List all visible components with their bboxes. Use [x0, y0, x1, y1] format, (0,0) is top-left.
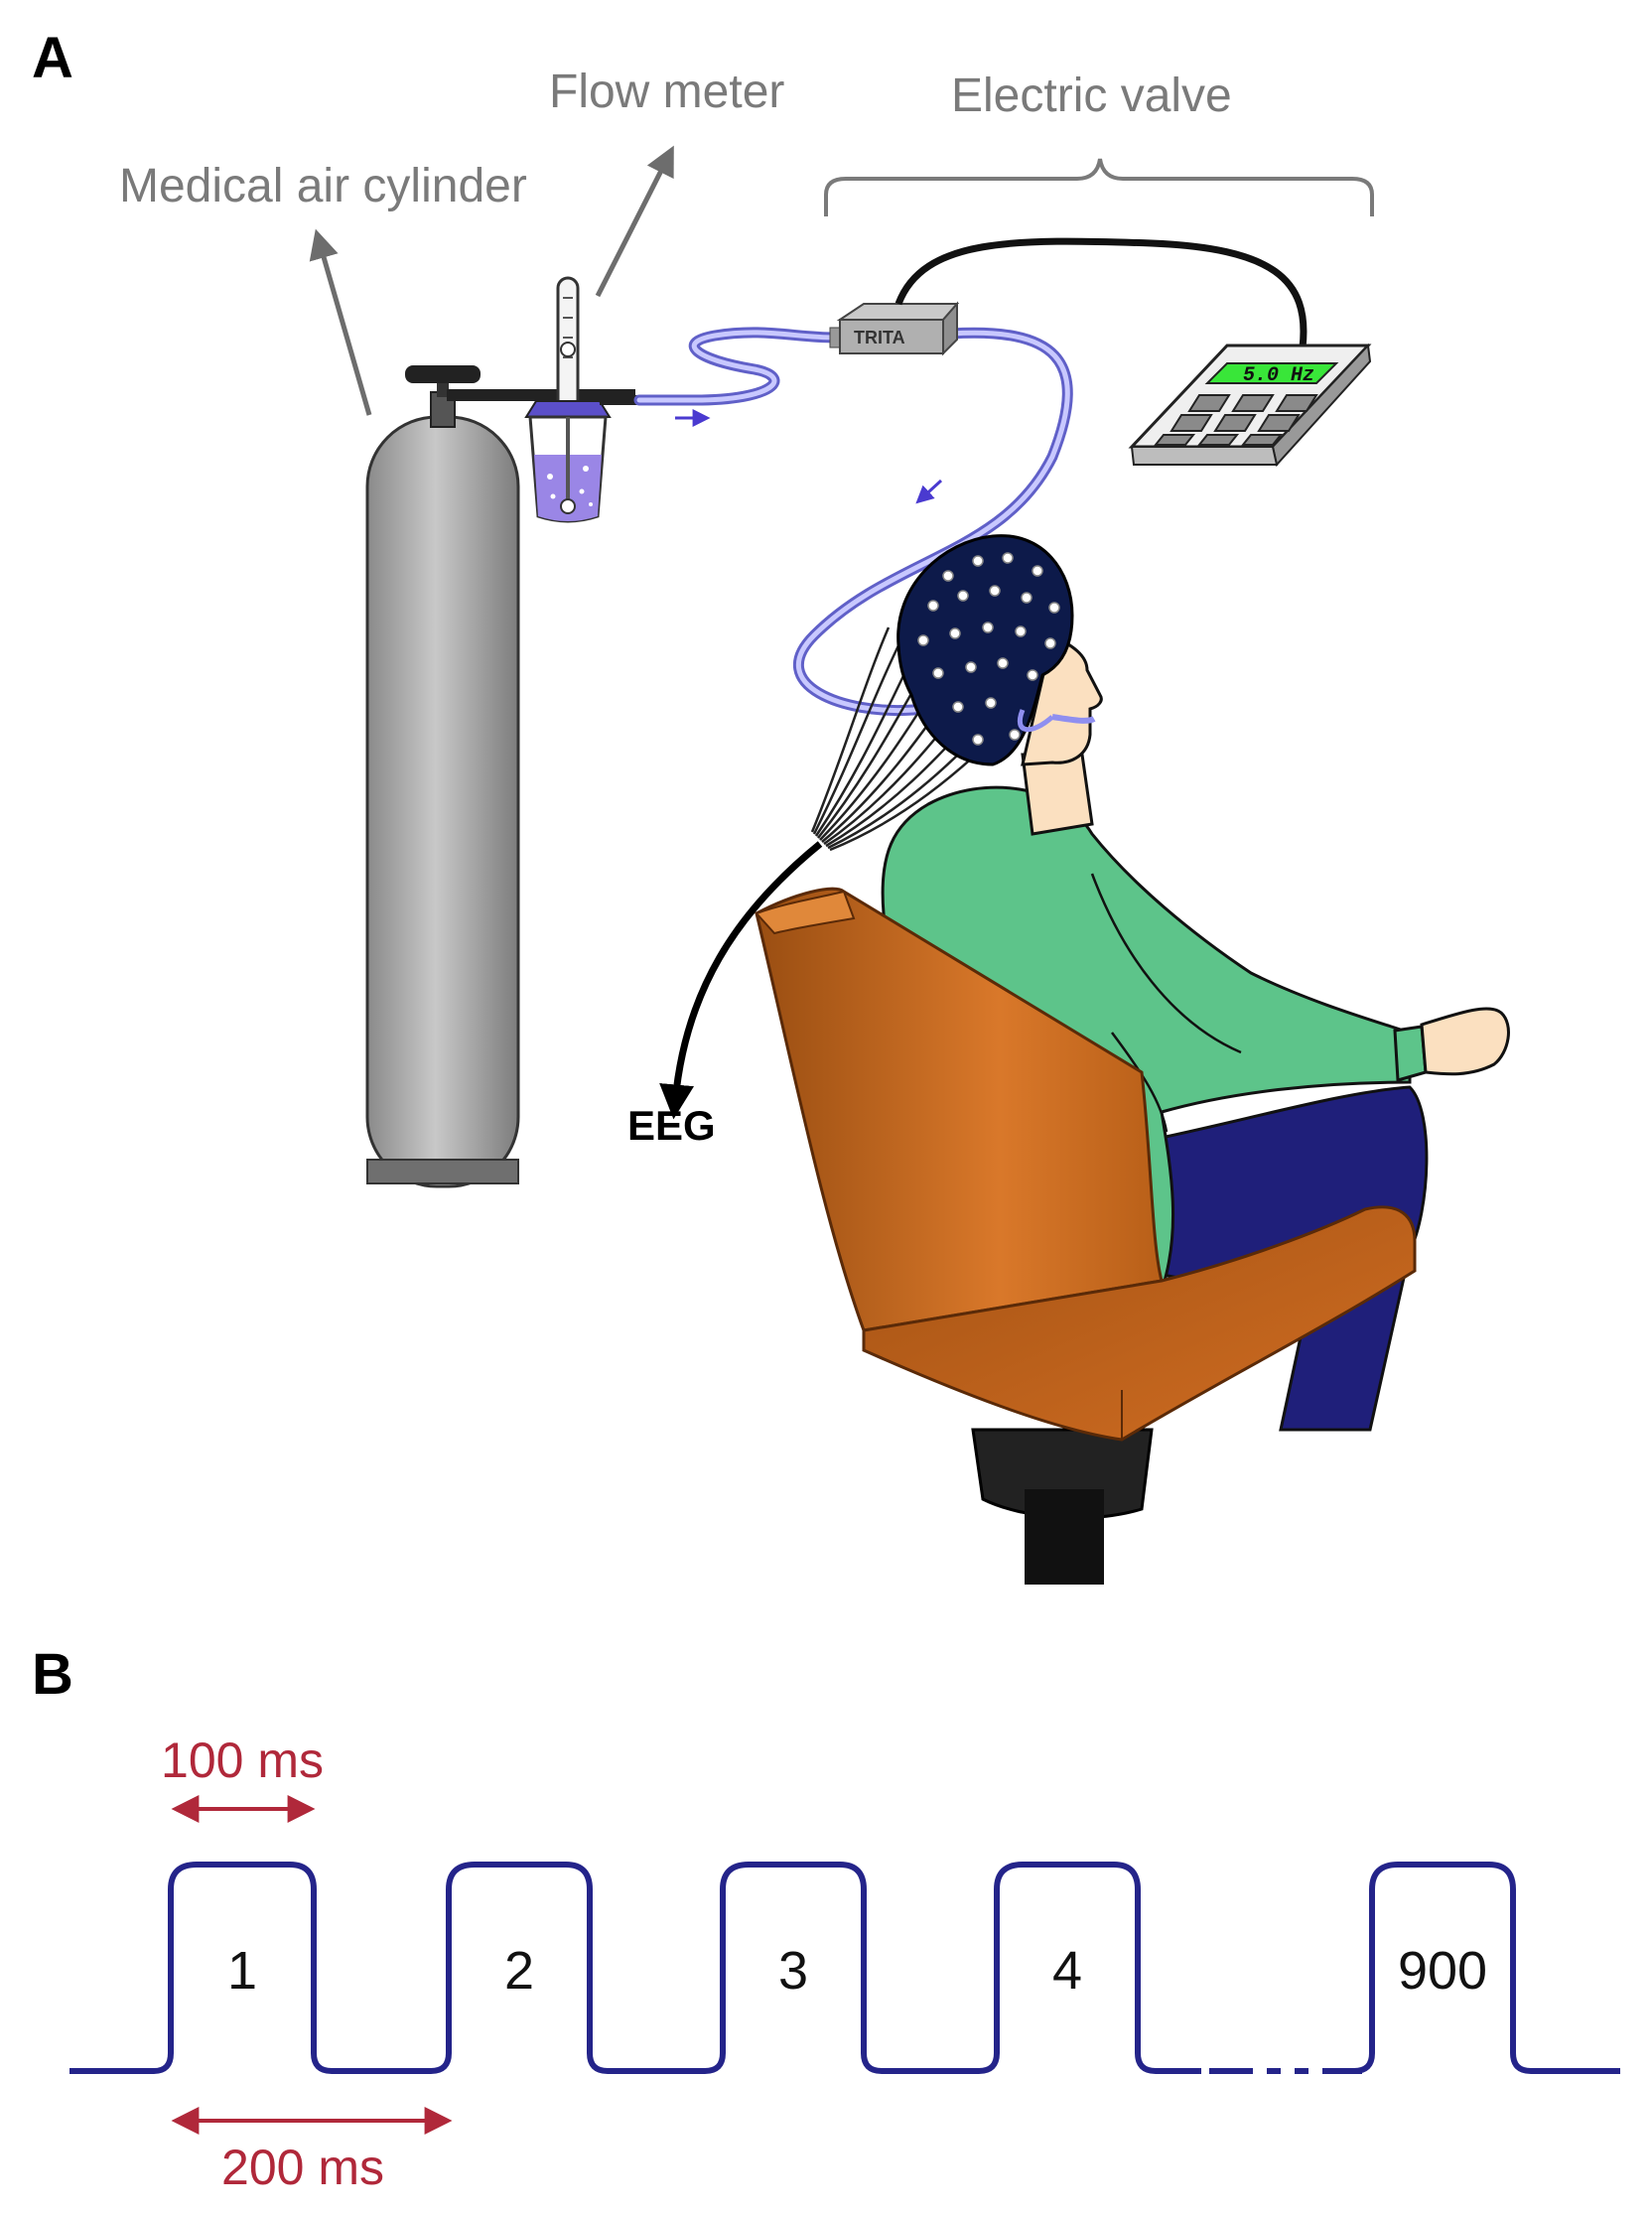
- valve-brace: [824, 158, 1374, 216]
- chair: [755, 887, 1417, 1585]
- chair-back: [755, 887, 1164, 1332]
- stimulator-controller: 5.0 Hz: [1128, 343, 1372, 468]
- eeg-electrodes: [917, 552, 1060, 746]
- flow-meter-pointer-arrow: [595, 145, 674, 298]
- controller-cable: [895, 237, 1308, 348]
- electric-valve-box: TRITA: [829, 301, 960, 356]
- chair-seat: [862, 1205, 1417, 1442]
- pulse-label-900: 900: [1398, 1941, 1487, 2001]
- pulse-label-1: 1: [227, 1941, 257, 2001]
- period-label: 200 ms: [221, 2140, 384, 2195]
- pulse-train: [69, 1862, 1620, 2074]
- pulse-label-3: 3: [778, 1941, 808, 2001]
- person-face: [1021, 632, 1103, 766]
- eeg-output-arrow: [659, 841, 823, 1120]
- pulse-width-label: 100 ms: [161, 1732, 324, 1788]
- cylinder-label: Medical air cylinder: [119, 160, 527, 212]
- flow-direction-arrow: [915, 479, 943, 504]
- pulse-label-4: 4: [1052, 1941, 1082, 2001]
- flow-meter: [524, 276, 639, 523]
- gas-cylinder: [365, 365, 635, 1188]
- valve-label: Electric valve: [951, 69, 1232, 122]
- person-hand: [1420, 1007, 1510, 1076]
- valve-box-label: TRITA: [854, 328, 905, 347]
- controller-display: 5.0 Hz: [1243, 364, 1314, 387]
- panel-b-letter: B: [32, 1642, 73, 1707]
- eeg-label: EEG: [627, 1102, 716, 1149]
- flow-meter-label: Flow meter: [549, 66, 784, 118]
- panel-a-letter: A: [32, 26, 73, 90]
- pulse-label-2: 2: [504, 1941, 534, 2001]
- cylinder-pointer-arrow: [309, 228, 372, 416]
